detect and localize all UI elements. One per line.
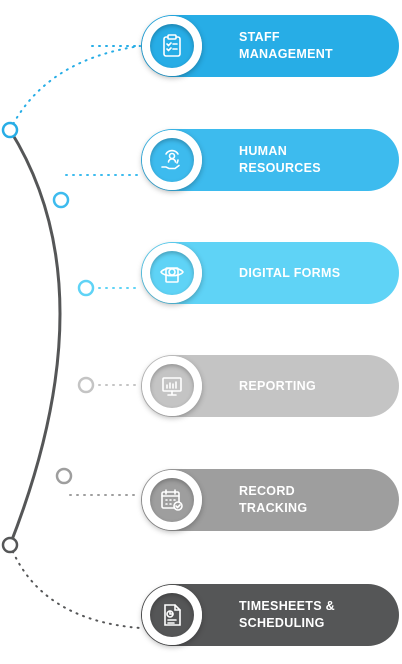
item-label: HUMAN RESOURCES [239, 144, 321, 175]
item-label: STAFF MANAGEMENT [239, 30, 333, 61]
item-timesheets-scheduling[interactable]: TIMESHEETS & SCHEDULING [141, 584, 399, 646]
icon-badge [142, 16, 202, 76]
timeline-node-6 [1, 536, 19, 554]
icon-badge [142, 130, 202, 190]
item-label: RECORD TRACKING [239, 484, 308, 515]
timeline-node-1 [1, 121, 19, 139]
timeline-top-dots [9, 45, 141, 131]
monitor-chart-icon [150, 364, 194, 408]
icon-badge [142, 356, 202, 416]
item-reporting[interactable]: REPORTING [141, 355, 399, 417]
calendar-check-icon [150, 478, 194, 522]
hand-person-cycle-icon [150, 138, 194, 182]
icon-badge [142, 585, 202, 645]
item-staff-management[interactable]: STAFF MANAGEMENT [141, 15, 399, 77]
timeline-node-2 [52, 191, 70, 209]
timeline-node-3 [77, 279, 95, 297]
item-label: TIMESHEETS & SCHEDULING [239, 599, 335, 630]
document-chart-icon [150, 593, 194, 637]
eye-form-icon [150, 251, 194, 295]
item-record-tracking[interactable]: RECORD TRACKING [141, 469, 399, 531]
timeline-bottom-dots [9, 544, 141, 629]
timeline-node-4 [77, 376, 95, 394]
item-human-resources[interactable]: HUMAN RESOURCES [141, 129, 399, 191]
item-label: DIGITAL FORMS [239, 265, 341, 280]
item-digital-forms[interactable]: DIGITAL FORMS [141, 242, 399, 304]
timeline-node-5 [55, 467, 73, 485]
timeline-main-arc [8, 129, 62, 546]
item-label: REPORTING [239, 378, 317, 393]
clipboard-checklist-icon [150, 24, 194, 68]
icon-badge [142, 470, 202, 530]
icon-badge [142, 243, 202, 303]
